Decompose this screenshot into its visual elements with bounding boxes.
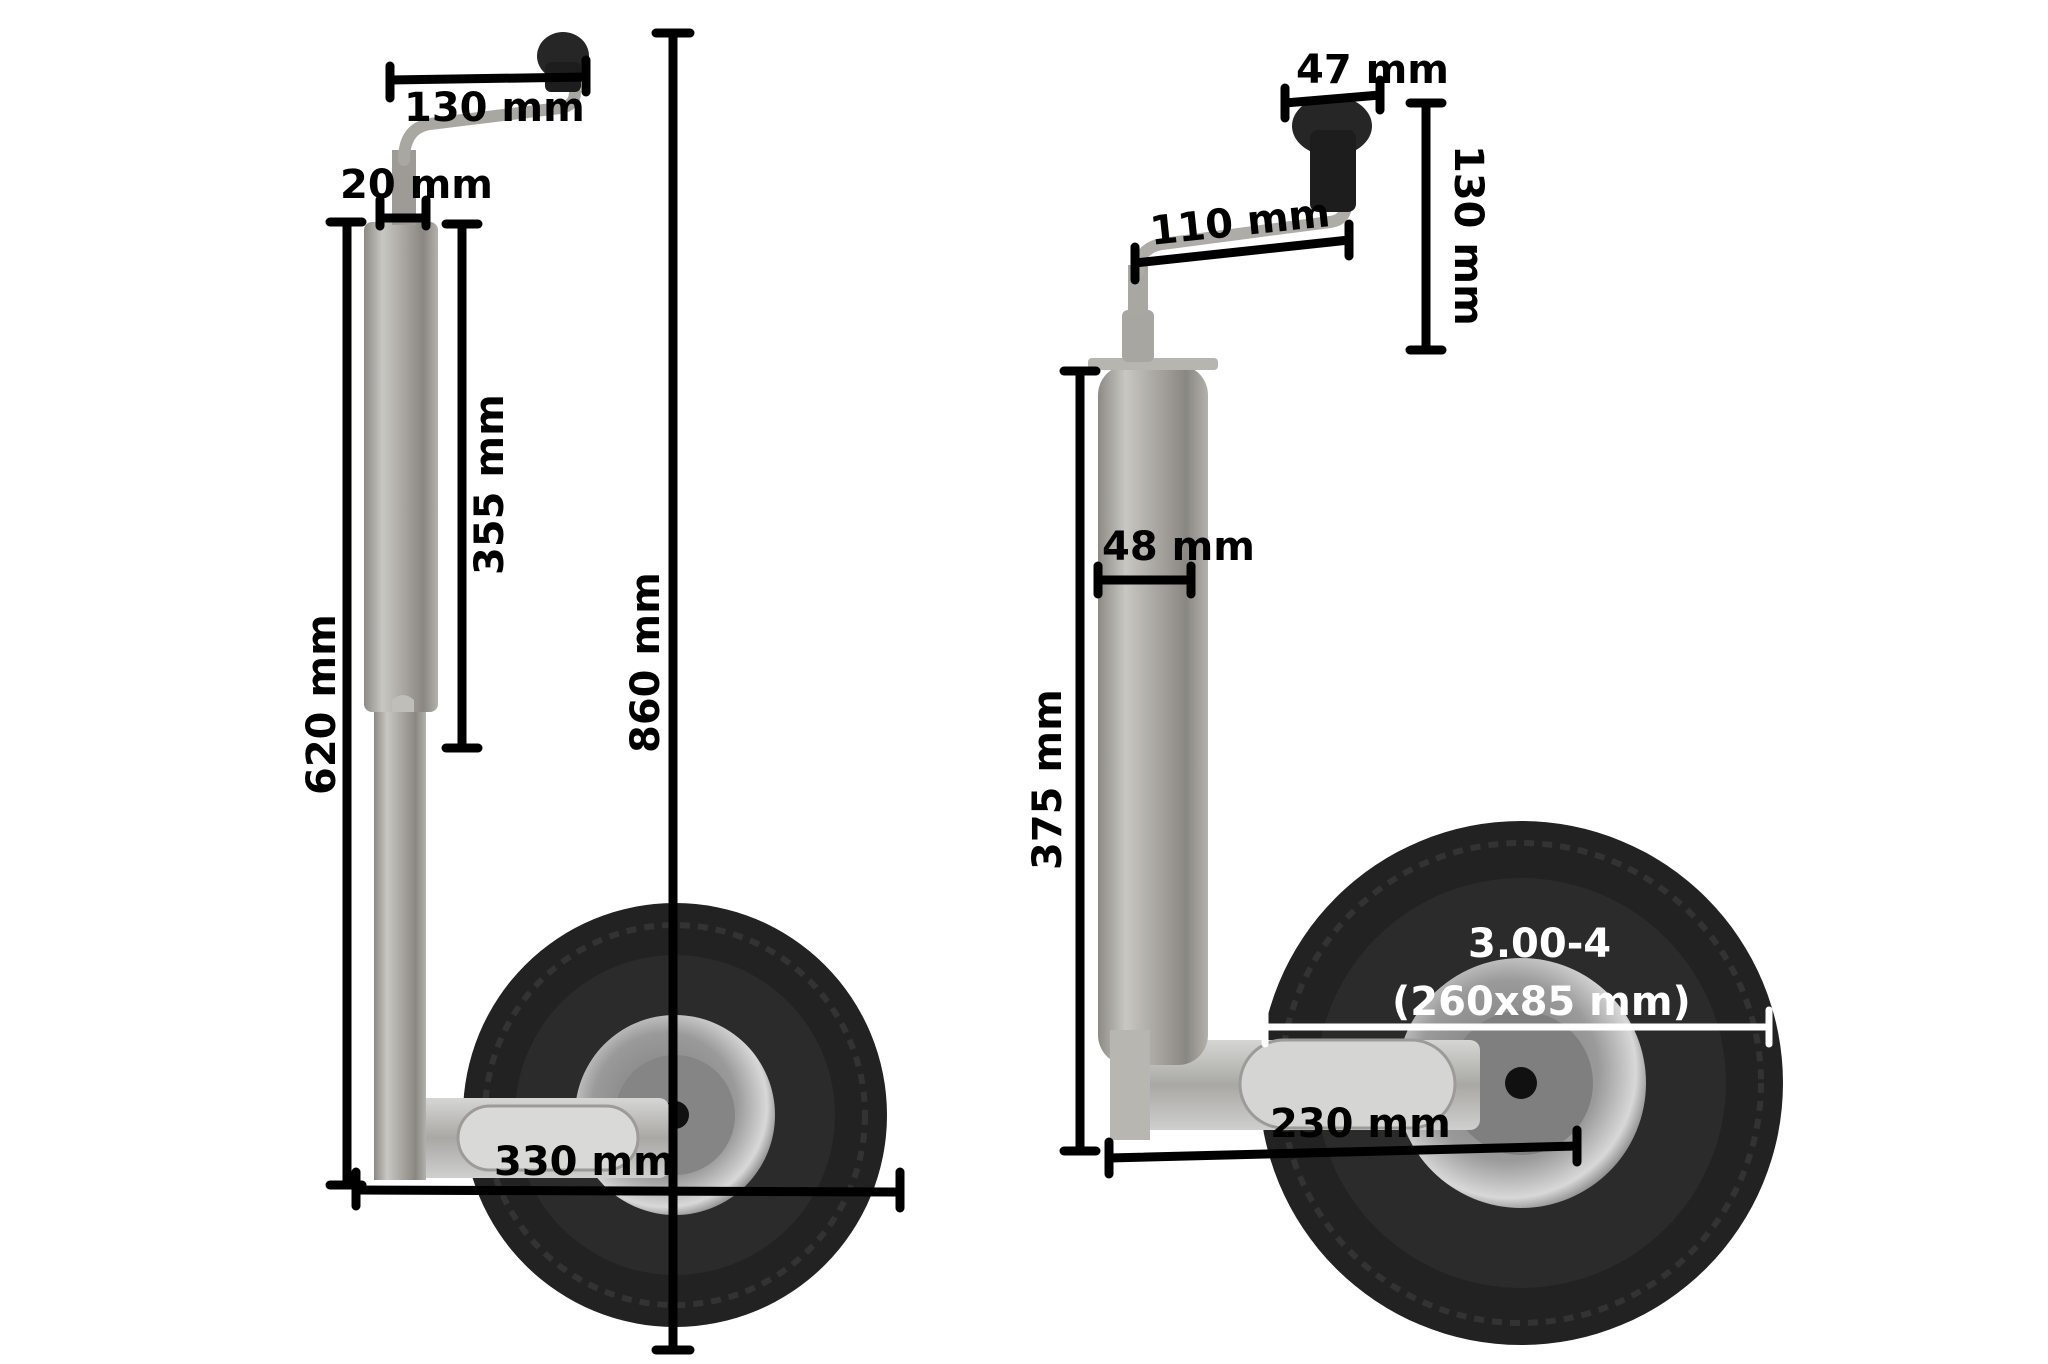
dim-knob-diameter-label: 47 mm bbox=[1296, 47, 1449, 93]
dim-outer-tube-label: 375 mm bbox=[1025, 689, 1071, 870]
left-jockey-wheel bbox=[364, 32, 887, 1327]
dim-tube-height-label: 620 mm bbox=[299, 614, 345, 795]
dim-total-height-label: 860 mm bbox=[623, 572, 669, 753]
dim-crank-width-label: 130 mm bbox=[404, 85, 585, 131]
left-outer-tube bbox=[364, 222, 438, 712]
right-jockey-wheel bbox=[1088, 96, 1783, 1345]
dim-knob-height-label: 130 mm bbox=[1445, 145, 1491, 326]
left-inner-tube bbox=[374, 700, 426, 1180]
dim-fork-length-label: 230 mm bbox=[1270, 1101, 1451, 1147]
right-outer-tube bbox=[1098, 365, 1208, 1065]
tyre-dimension-line bbox=[1261, 1006, 1773, 1048]
dim-tube-diameter-label: 48 mm bbox=[1102, 524, 1255, 570]
dim-spindle-diameter-label: 20 mm bbox=[340, 162, 493, 208]
tyre-dimensions-label: (260x85 mm) bbox=[1392, 979, 1691, 1025]
dimension-lines bbox=[325, 28, 1582, 1355]
dim-inner-tube-label: 355 mm bbox=[467, 394, 513, 575]
tyre-size-label: 3.00-4 bbox=[1468, 921, 1612, 967]
dim-base-length-label: 330 mm bbox=[494, 1139, 675, 1185]
